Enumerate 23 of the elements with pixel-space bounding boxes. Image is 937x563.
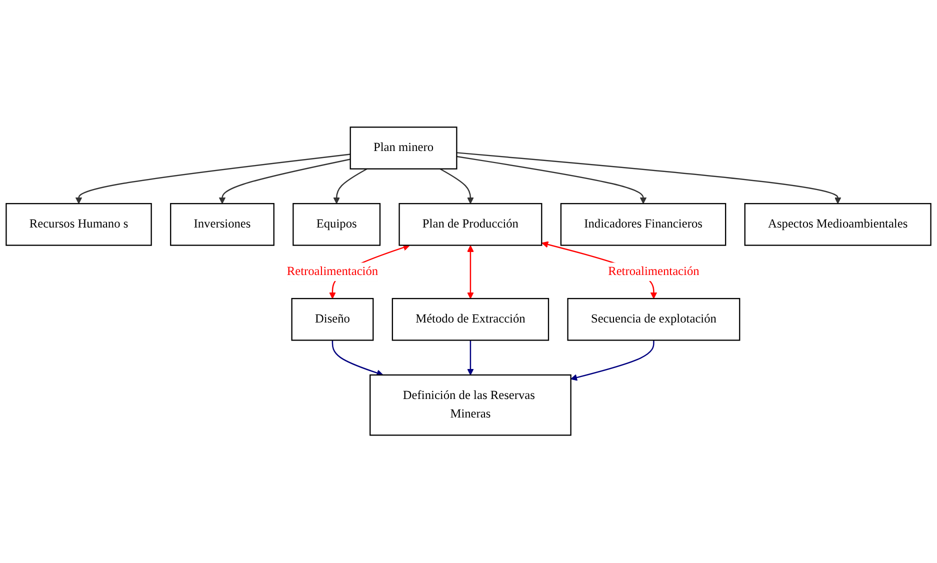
node-box: Equipos [292,203,381,246]
edge-label: Retroalimentación [608,265,700,278]
arrow [467,246,474,300]
arrow [440,168,474,204]
node-box: Recursos Humano s [6,203,152,246]
node-box: Plan minero [350,126,458,170]
node-box: Indicadores Financieros [560,203,726,246]
node-box: Plan de Producción [398,203,542,246]
arrow [332,340,384,376]
arrow [333,168,368,204]
arrow [467,340,474,376]
arrow [570,340,654,382]
arrow [75,154,350,204]
edge-label: Retroalimentación [286,265,378,278]
node-box: Método de Extracción [392,298,550,342]
node-box: Diseño [291,298,374,342]
node-box: Definición de las Reservas Mineras [370,374,572,436]
node-box: Inversiones [170,203,274,246]
arrow [456,152,842,204]
node-box: Aspectos Medioambientales [744,203,932,246]
arrow [218,158,350,204]
node-box: Secuencia de explotación [567,298,740,342]
arrow [456,156,647,204]
